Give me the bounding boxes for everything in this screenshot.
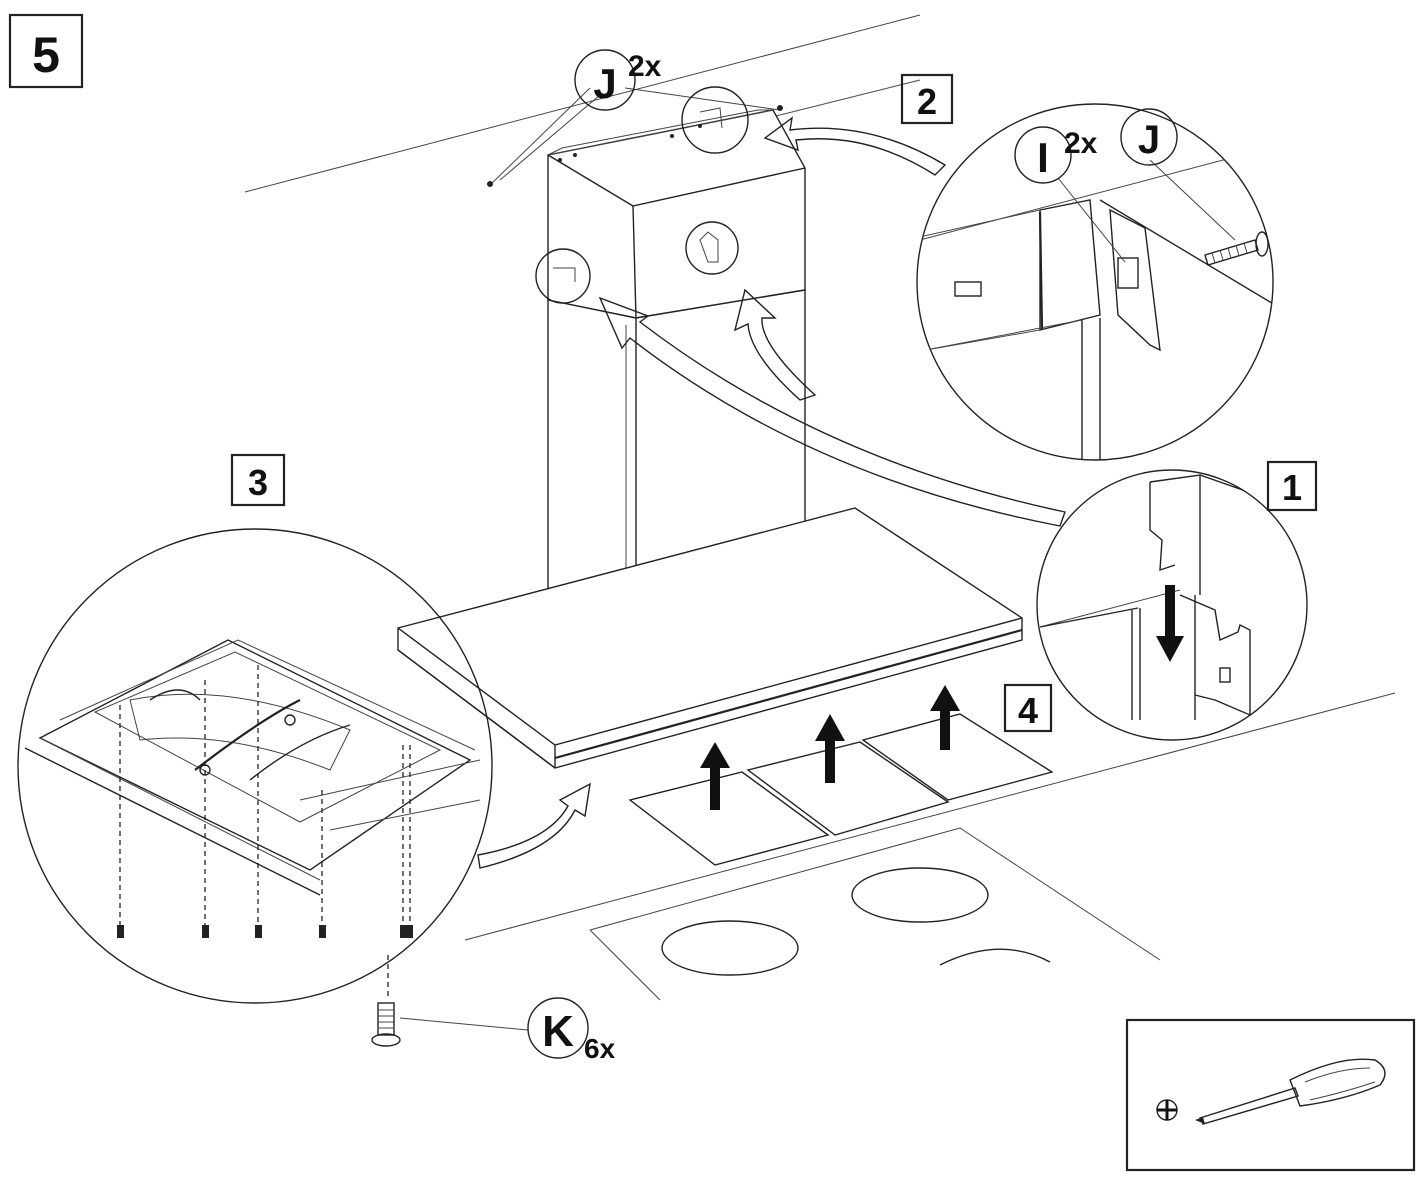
up-arrow-icon: [700, 742, 730, 810]
grease-filters: [628, 685, 1054, 866]
grease-filter: [628, 771, 830, 866]
grease-filter: [746, 741, 950, 836]
grease-filter: [861, 713, 1054, 801]
part-k-letter: K: [542, 1007, 574, 1056]
up-arrow-icon: [815, 714, 845, 783]
up-arrow-icon: [930, 685, 960, 750]
substep-2-box: 2: [900, 73, 954, 125]
screw-icon: [117, 925, 124, 938]
cooktop: [589, 827, 1161, 1001]
tool-box: [1125, 1018, 1416, 1172]
screw-icon: [319, 925, 326, 938]
substep-3-box: 3: [230, 453, 286, 507]
curved-arrow-icon: [733, 288, 817, 401]
phillips-head-icon: [1156, 1099, 1178, 1121]
step-number-box: 5: [8, 13, 84, 89]
curved-arrow-icon: [598, 296, 1066, 527]
part-i-letter: I: [1037, 134, 1049, 181]
phillips-screwdriver-icon: [1195, 1058, 1386, 1125]
substep-1-label: 1: [1282, 467, 1302, 508]
screw-icon: [400, 925, 413, 938]
detail-1: [1036, 469, 1308, 741]
hood-canopy: [397, 507, 1023, 769]
curved-arrows: [477, 116, 1066, 869]
part-k-qty: 6x: [584, 1033, 616, 1064]
substep-4-label: 4: [1018, 690, 1038, 731]
wall-lines: [464, 589, 1396, 941]
detail-3: [17, 528, 493, 1004]
screw-icon: [255, 925, 262, 938]
part-k-callout: K 6x: [371, 997, 616, 1064]
screw-icon: [371, 1002, 401, 1047]
substep-2-label: 2: [917, 81, 937, 122]
part-j-detail-letter: J: [1138, 118, 1160, 162]
detail-2: I 2x J: [916, 103, 1274, 461]
curved-arrow-icon: [763, 116, 947, 176]
part-i-qty: 2x: [1064, 127, 1098, 160]
part-j-top-callout: J 2x: [487, 49, 783, 187]
zoom-markers: [535, 86, 749, 304]
substep-4-box: 4: [1003, 683, 1053, 733]
down-arrow-icon: [1156, 585, 1184, 662]
substep-1-box: 1: [1266, 460, 1318, 512]
substep-3-label: 3: [248, 462, 268, 503]
curved-arrow-icon: [477, 782, 591, 869]
step-number: 5: [32, 27, 60, 83]
screw-icon: [202, 925, 209, 938]
screw-icon: [1204, 231, 1269, 266]
part-j-top-letter: J: [593, 60, 616, 107]
part-j-top-qty: 2x: [628, 50, 662, 83]
